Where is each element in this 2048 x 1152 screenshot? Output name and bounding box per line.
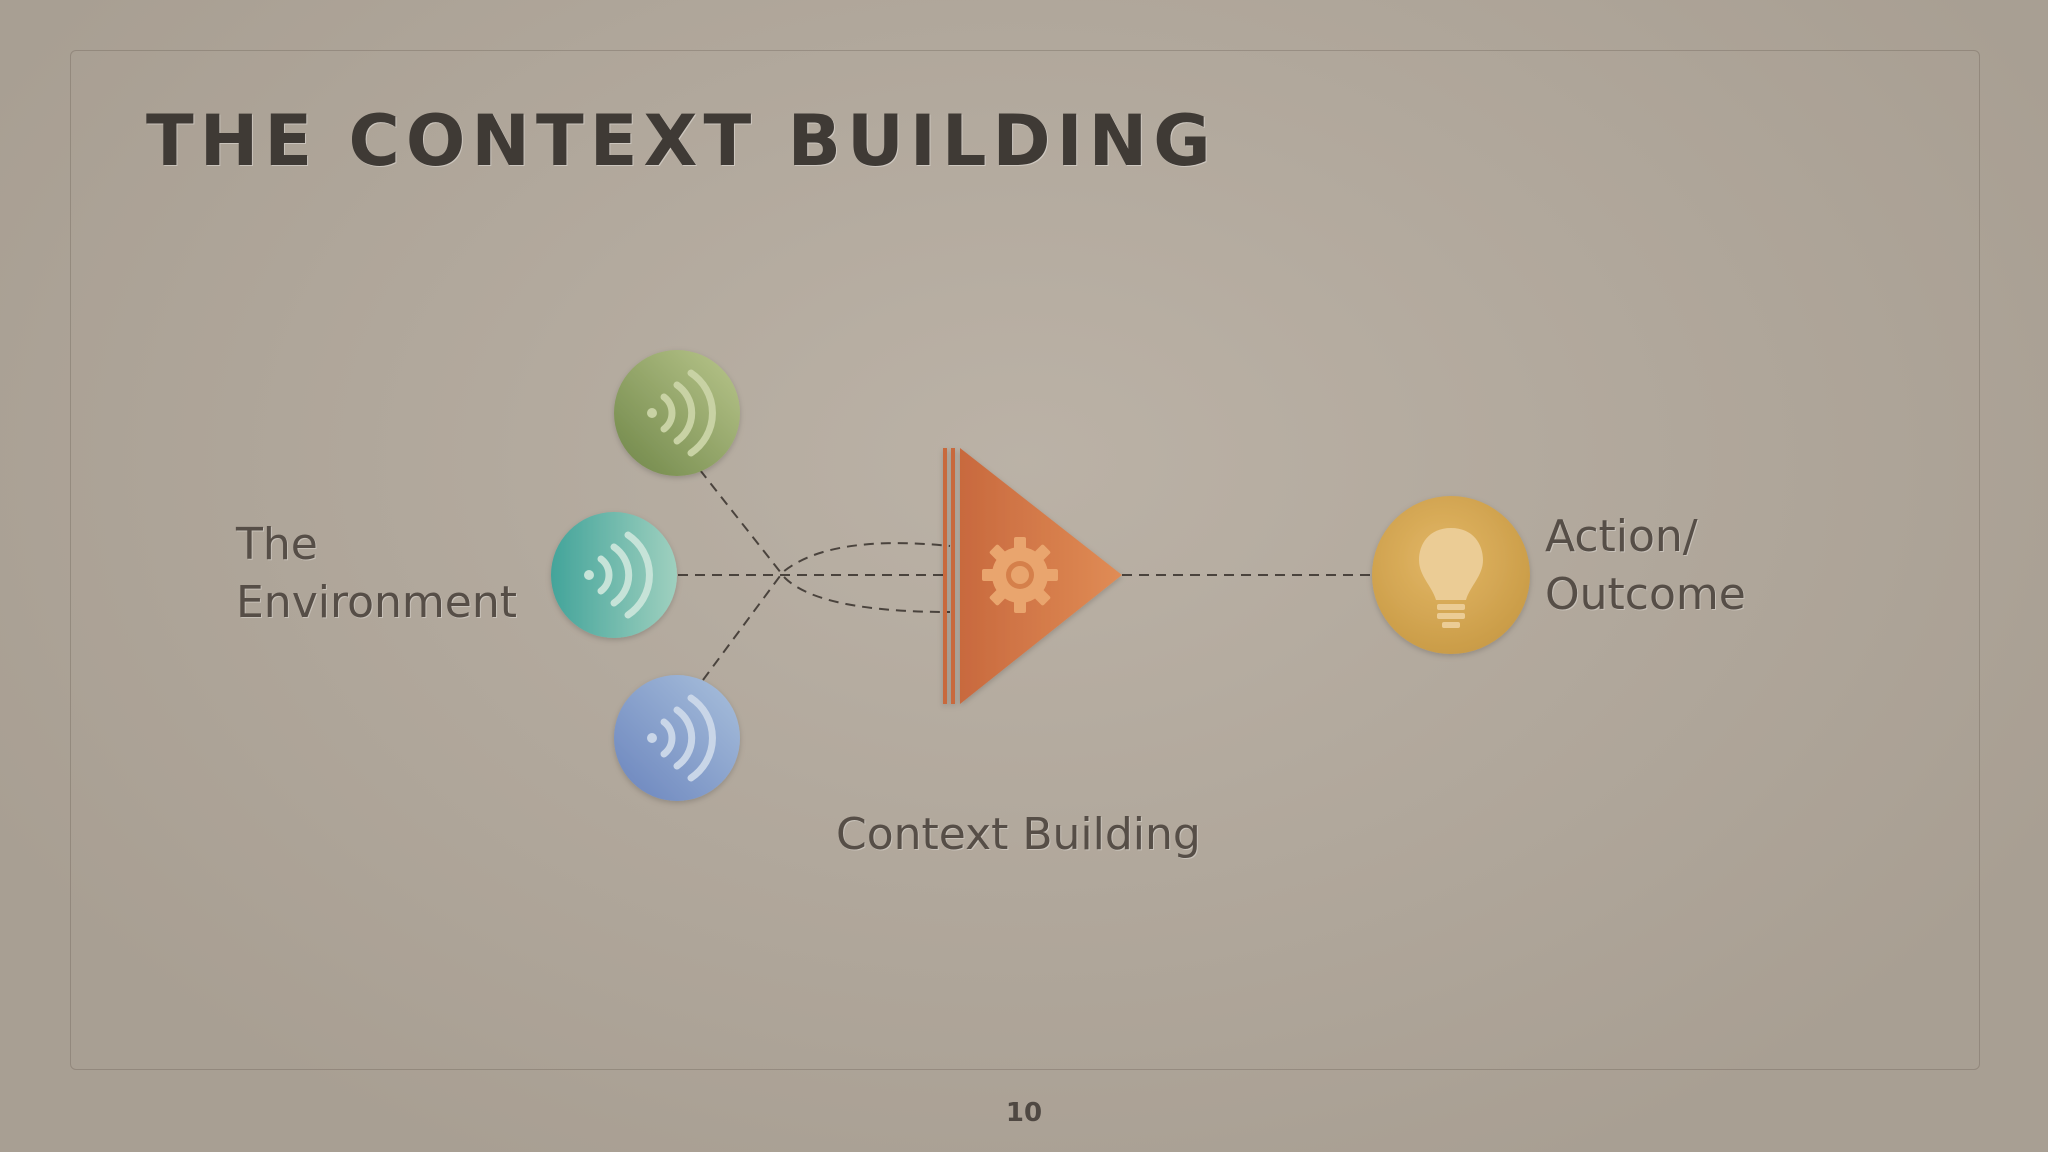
outcome-node (1372, 496, 1530, 654)
process-label: Context Building (836, 809, 1201, 860)
connector-blue-to-process (702, 542, 951, 681)
sensor-teal (551, 512, 677, 638)
sensor-blue (614, 675, 740, 801)
sensor-green (614, 350, 740, 476)
outcome-label-line1: Action/ (1545, 511, 1698, 562)
connector-green-to-process (699, 469, 951, 613)
slide-frame (70, 50, 1980, 1070)
environment-label-line2: Environment (236, 577, 517, 628)
slide-title: THE CONTEXT BUILDING (146, 100, 1217, 182)
gear-icon (982, 537, 1058, 613)
outcome-label-line2: Outcome (1545, 569, 1746, 620)
outcome-label: Action/ Outcome (1545, 508, 1746, 624)
wireless-signal-icon (647, 694, 716, 782)
environment-label: The Environment (236, 516, 517, 632)
context-building-process (943, 448, 1122, 704)
connector-lines (678, 469, 1372, 681)
wireless-signal-icon (584, 531, 653, 619)
lightbulb-icon (1419, 528, 1483, 628)
wireless-signal-icon (647, 369, 716, 457)
page-number: 10 (1005, 1098, 1043, 1128)
environment-label-line1: The (236, 519, 318, 570)
